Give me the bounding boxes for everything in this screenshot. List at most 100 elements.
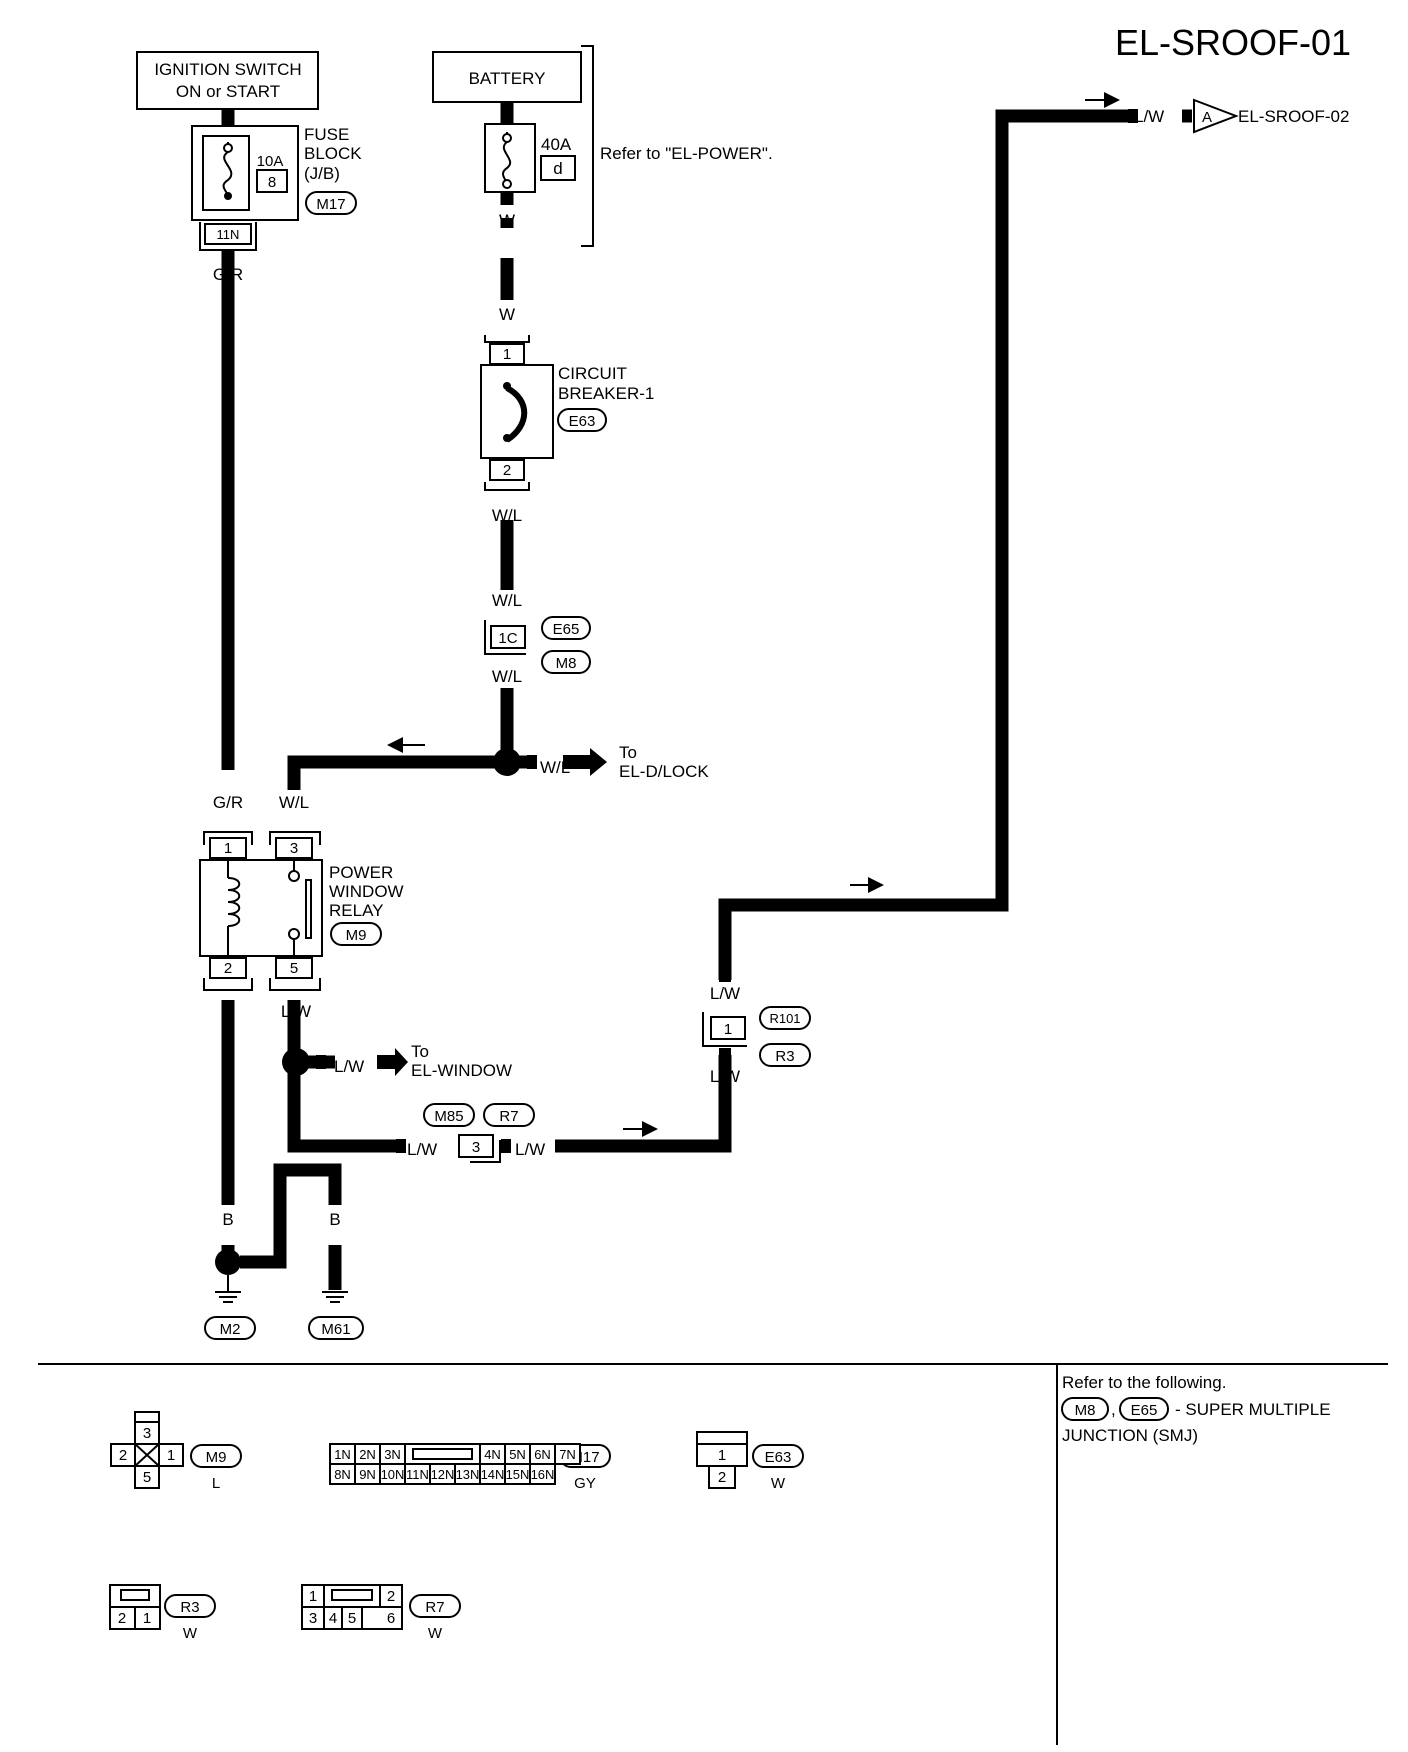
m17-pin-label: 13N: [456, 1467, 480, 1482]
battery-fuse-rating: 40A: [541, 135, 572, 154]
r3-pin-2: 2: [118, 1610, 126, 1627]
m17-pin-label: 3N: [384, 1447, 401, 1462]
refer-conn-b: E65: [1131, 1402, 1158, 1419]
refer-line1: Refer to the following.: [1062, 1373, 1226, 1392]
m17-pin-label: 16N: [531, 1467, 555, 1482]
fuse-line1: FUSE: [304, 125, 349, 144]
r7-pin-3: 3: [309, 1610, 317, 1627]
wire-wl-relay: [287, 755, 507, 790]
page-title: EL-SROOF-01: [1115, 22, 1351, 63]
wire-label-gr-relay: G/R: [213, 793, 243, 812]
wire-label-wl-relay: W/L: [279, 793, 309, 812]
r7-pin-6: 6: [387, 1610, 395, 1627]
connector-view-e63: 1 2 E63 W: [696, 1431, 804, 1492]
to-dlock-line1: To: [619, 743, 637, 762]
relay-line1: POWER: [329, 863, 393, 882]
fuse-terminal: 11N: [217, 227, 240, 242]
fuse-connector: M17: [316, 196, 345, 213]
wire-tabs: [316, 109, 1138, 1153]
breaker-connector: E63: [569, 413, 596, 430]
battery-label: BATTERY: [469, 69, 546, 88]
wire-label-wl-2: W/L: [492, 591, 522, 610]
r7-pin-1: 1: [309, 1588, 317, 1605]
ground-m61: M61: [321, 1321, 350, 1338]
wire-label-w-bottom: W: [499, 305, 515, 324]
wires: [221, 109, 1128, 1290]
wire-label-b-3: B: [329, 1210, 340, 1229]
breaker-line1: CIRCUIT: [558, 364, 627, 383]
ignition-line2: ON or START: [176, 82, 280, 101]
fuse-block: 10A 8 FUSE BLOCK (J/B) M17 11N G/R: [191, 125, 362, 284]
r101-conn-b: R3: [775, 1048, 794, 1065]
m9-pin-1: 1: [167, 1447, 175, 1464]
junction-r101: L/W 1 R101 R3 L/W: [702, 984, 811, 1086]
ignition-switch: IGNITION SWITCH ON or START: [136, 51, 319, 130]
m17-pin-label: 7N: [559, 1447, 576, 1462]
m9-pin-3: 3: [143, 1425, 151, 1442]
m17-pin-label: 9N: [359, 1467, 376, 1482]
arrow-to-window: [377, 1048, 408, 1076]
outgoing-arrows: [377, 748, 607, 1076]
r3-pin-1: 1: [143, 1610, 151, 1627]
battery: BATTERY 40A d W W Refer to "EL-POWER".: [432, 45, 773, 324]
e63-view-color: W: [771, 1475, 786, 1492]
e63-pin-2: 2: [718, 1469, 726, 1486]
m17-pin-label: 12N: [431, 1467, 455, 1482]
wire-lw-bottom: [287, 1062, 405, 1153]
wire-label-lw-r101-bottom: L/W: [710, 1067, 740, 1086]
refer-sep: ,: [1111, 1400, 1116, 1419]
r7-pin-4: 4: [329, 1610, 337, 1627]
wire-label-wl-1: W/L: [492, 506, 522, 525]
arrow-to-dlock: [563, 748, 607, 776]
direction-arrows: [387, 92, 1120, 1137]
wire-label-w-top: W: [499, 211, 515, 230]
connector-view-r3: 2 1 R3 W: [109, 1584, 216, 1642]
smj-junction: W/L 1C E65 M8 W/L W/L To EL-D/LOCK: [484, 591, 709, 781]
relay-line2: WINDOW: [329, 882, 404, 901]
m17-pin-label: 10N: [381, 1467, 405, 1482]
refer-line3: JUNCTION (SMJ): [1062, 1426, 1198, 1445]
battery-refer: Refer to "EL-POWER".: [600, 144, 773, 163]
refer-text: - SUPER MULTIPLE: [1175, 1400, 1331, 1419]
m9-view-name: M9: [206, 1449, 227, 1466]
wire-lw-riser: [718, 109, 1128, 980]
fuse-line3: (J/B): [304, 164, 340, 183]
offpage-connector: L/W A EL-SROOF-02: [1134, 98, 1349, 134]
to-dlock-line2: EL-D/LOCK: [619, 762, 709, 781]
relay-pin-1: 1: [224, 840, 232, 857]
m17-pin-label: 5N: [509, 1447, 526, 1462]
e63-view-name: E63: [765, 1449, 792, 1466]
m85-terminal: 3: [472, 1139, 480, 1156]
m85-conn-a: M85: [434, 1108, 463, 1125]
ignition-line1: IGNITION SWITCH: [154, 60, 301, 79]
m9-view-color: L: [212, 1475, 220, 1492]
m17-view-color: GY: [574, 1475, 596, 1492]
relay-line3: RELAY: [329, 901, 384, 920]
m17-pin-label: 2N: [359, 1447, 376, 1462]
battery-fuse-id: d: [553, 159, 562, 178]
m85-conn-b: R7: [499, 1108, 518, 1125]
r3-view-name: R3: [180, 1599, 199, 1616]
e63-pin-1: 1: [718, 1447, 726, 1464]
relay-pin-3: 3: [290, 840, 298, 857]
fuse-number: 8: [268, 174, 276, 191]
breaker-pin-bottom: 2: [503, 462, 511, 479]
connector-view-m9: 3 2 1 5 M9 L: [110, 1411, 242, 1492]
wire-label-wl-4: W/L: [540, 758, 570, 777]
window-splice: L/W To EL-WINDOW: [282, 1042, 512, 1080]
m17-cavity: [554, 1443, 581, 1465]
wire-label-gr-top: G/R: [213, 265, 243, 284]
wire-label-wl-3: W/L: [492, 667, 522, 686]
relay-pin-5: 5: [290, 960, 298, 977]
wire-label-lw-top: L/W: [1134, 107, 1164, 126]
smj-terminal: 1C: [498, 630, 517, 647]
offpage-target: EL-SROOF-02: [1238, 107, 1349, 126]
m17-pin-label: 11N: [406, 1467, 429, 1482]
separators: [38, 1363, 1388, 1745]
m17-pin-label: 14N: [481, 1467, 505, 1482]
wire-label-lw-r101-top: L/W: [710, 984, 740, 1003]
m17-pin-label: 6N: [534, 1447, 551, 1462]
wire-b-m2: [240, 1163, 342, 1269]
